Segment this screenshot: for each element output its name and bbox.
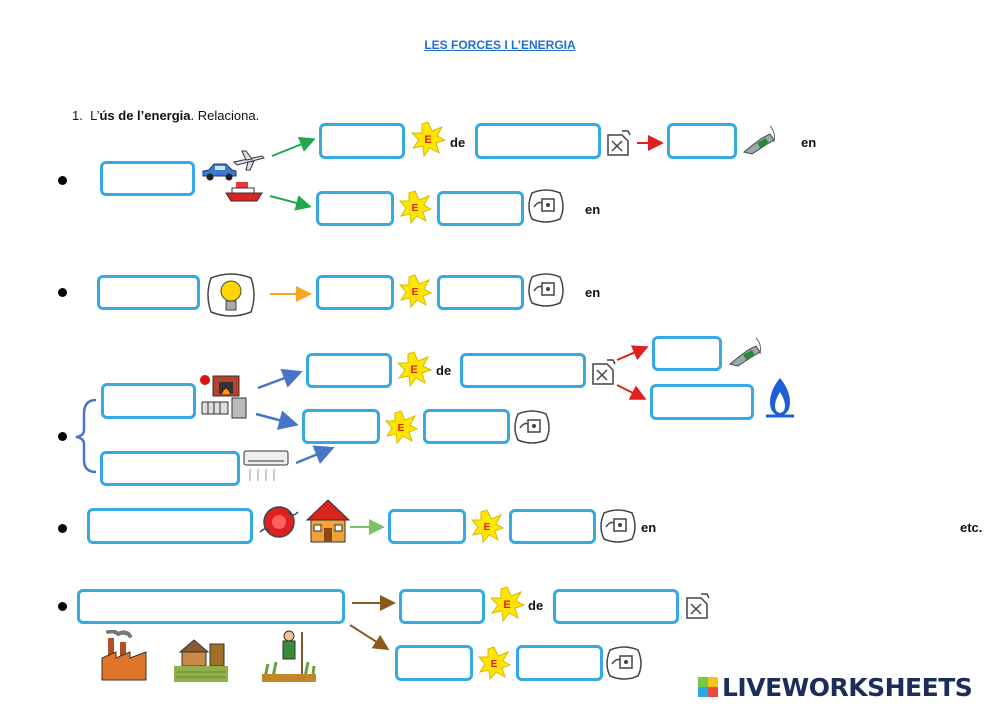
svg-text:E: E [484, 522, 491, 533]
answer-box[interactable] [77, 589, 345, 624]
liveworksheets-logo[interactable]: LIVEWORKSHEETS [698, 672, 973, 702]
answer-box[interactable] [475, 123, 601, 159]
arrow [349, 624, 390, 651]
arrow [255, 410, 299, 430]
factory-icon [101, 630, 147, 681]
car-icon [202, 163, 237, 181]
brace [75, 398, 97, 474]
instruction-suffix: . Relaciona. [190, 108, 260, 123]
answer-box[interactable] [553, 589, 679, 624]
connector-etc: etc. [960, 520, 983, 535]
connector-de: de [528, 598, 544, 613]
hot-plate-icon [259, 506, 299, 538]
answer-box[interactable] [388, 509, 466, 544]
outlet-icon [600, 509, 636, 543]
connector-de: de [450, 135, 466, 150]
instruction-prefix: L’ [90, 108, 100, 123]
connector-en: en [585, 202, 601, 217]
gas-flame-icon [766, 378, 794, 418]
energy-star-icon: E [384, 410, 418, 444]
outlet-icon [528, 189, 564, 223]
energy-star-icon: E [477, 646, 511, 680]
ship-icon [225, 182, 263, 202]
connector-en: en [641, 520, 657, 535]
bullet [58, 288, 67, 297]
answer-box[interactable] [650, 384, 754, 420]
energy-star-icon: E [398, 274, 432, 308]
fuel-can-icon [592, 359, 616, 385]
arrow [616, 384, 647, 400]
svg-text:E: E [412, 203, 419, 214]
connector-en: en [801, 135, 817, 150]
answer-box[interactable] [516, 645, 603, 681]
energy-star-icon: E [410, 121, 446, 157]
answer-box[interactable] [302, 409, 380, 444]
energy-star-icon: E [470, 509, 504, 543]
arrow [271, 137, 316, 157]
light-bulb-icon [207, 273, 255, 317]
answer-box[interactable] [100, 161, 195, 196]
arrow [257, 368, 303, 390]
logo-text: LIVEWORKSHEETS [722, 672, 973, 702]
fuel-can-icon [607, 130, 631, 156]
page-title[interactable]: LES FORCES I L’ENERGIA [424, 38, 576, 52]
answer-box[interactable] [509, 509, 596, 544]
airplane-icon [232, 150, 265, 171]
arrow [269, 195, 312, 211]
bullet [58, 176, 67, 185]
outlet-icon [528, 273, 564, 307]
instruction-number: 1. [72, 108, 83, 123]
farm-icon [174, 639, 228, 682]
radiator-icon [201, 397, 247, 419]
answer-box[interactable] [87, 508, 253, 544]
air-conditioner-icon [243, 450, 289, 481]
fuel-nozzle-icon [742, 125, 775, 155]
outlet-icon [606, 646, 642, 680]
answer-box[interactable] [437, 191, 524, 226]
answer-box[interactable] [423, 409, 510, 444]
fireplace-icon [200, 375, 240, 397]
answer-box[interactable] [100, 451, 240, 486]
house-icon [305, 499, 351, 543]
bullet [58, 524, 67, 533]
bullet [58, 602, 67, 611]
instruction-bold: ús de l’energia [99, 108, 191, 123]
answer-box[interactable] [667, 123, 737, 159]
fuel-can-icon [686, 593, 710, 619]
answer-box[interactable] [319, 123, 405, 159]
svg-text:E: E [491, 659, 498, 670]
svg-text:E: E [503, 599, 510, 611]
arrow [295, 445, 335, 465]
energy-star-icon: E [398, 190, 432, 224]
answer-box[interactable] [460, 353, 586, 388]
bullet [58, 432, 67, 441]
answer-box[interactable] [97, 275, 200, 310]
fuel-nozzle-icon [728, 337, 761, 367]
answer-box[interactable] [437, 275, 524, 310]
svg-text:E: E [412, 287, 419, 298]
answer-box[interactable] [652, 336, 722, 371]
answer-box[interactable] [101, 383, 196, 419]
connector-en: en [585, 285, 601, 300]
svg-text:E: E [424, 134, 431, 146]
answer-box[interactable] [306, 353, 392, 388]
answer-box[interactable] [399, 589, 485, 624]
instruction: 1. L’ús de l’energia. Relaciona. [72, 108, 259, 123]
svg-text:E: E [410, 364, 417, 376]
outlet-icon [514, 410, 550, 444]
answer-box[interactable] [316, 275, 394, 310]
answer-box[interactable] [395, 645, 473, 681]
answer-box[interactable] [316, 191, 394, 226]
energy-star-icon: E [396, 351, 432, 387]
energy-star-icon: E [489, 586, 525, 622]
farmer-icon [262, 630, 316, 682]
svg-text:E: E [398, 423, 405, 434]
connector-de: de [436, 363, 452, 378]
logo-cube-icon [698, 677, 718, 697]
arrow [616, 345, 649, 361]
